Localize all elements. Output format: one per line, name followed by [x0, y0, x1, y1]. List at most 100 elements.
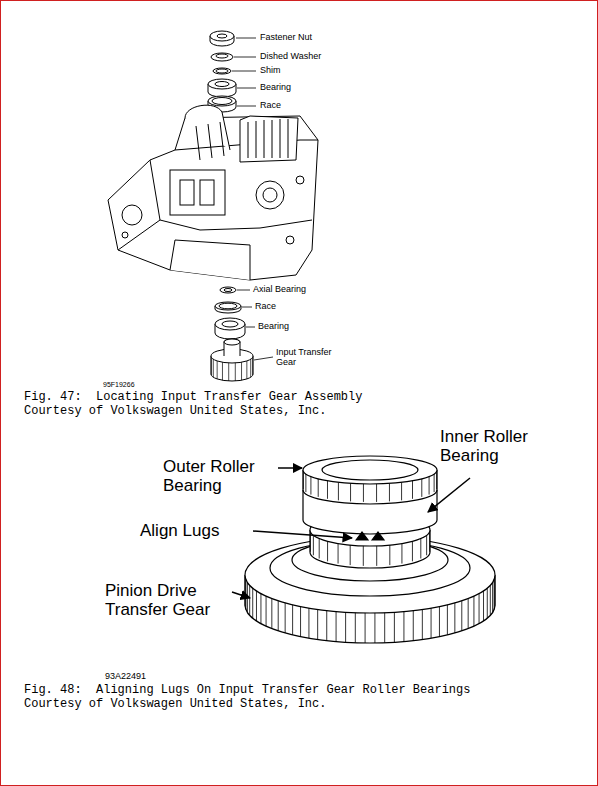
gear-tooth — [412, 481, 413, 499]
gear-tooth — [245, 579, 246, 609]
figure-caption: Fig. 47: Locating Input Transfer Gear As… — [24, 391, 362, 404]
gear-tooth — [490, 585, 491, 615]
gear-tooth — [310, 477, 311, 495]
gear-tooth — [250, 359, 251, 377]
part-label: Race — [260, 101, 281, 111]
gear-tooth — [468, 599, 469, 629]
gear-tooth — [308, 608, 309, 638]
gear-tooth — [394, 612, 395, 642]
gear-tooth — [365, 613, 366, 643]
part-label: Outer Roller Bearing — [163, 458, 275, 495]
gear-tooth — [374, 613, 375, 643]
exploded-parts-bottom — [211, 287, 253, 381]
gear-tooth — [436, 471, 437, 489]
gear-tooth — [266, 596, 267, 626]
gear-tooth — [429, 532, 430, 552]
gear-tooth — [235, 363, 236, 381]
gear-tooth — [313, 535, 314, 555]
gear-tooth — [461, 601, 462, 631]
gear-tooth — [420, 539, 421, 559]
gear-tooth — [429, 477, 430, 495]
gear-tooth — [363, 484, 364, 502]
gear-tooth — [252, 588, 253, 618]
gear-tooth — [422, 610, 423, 640]
gear-tooth — [345, 612, 346, 642]
gear-tooth — [389, 545, 390, 565]
gear-tooth — [256, 591, 257, 621]
gear-tooth — [317, 610, 318, 640]
gear-tooth — [479, 594, 480, 624]
gear-tooth — [260, 594, 261, 624]
part-label: Race — [255, 302, 276, 312]
gear-tooth — [300, 607, 301, 637]
gear-tooth — [285, 603, 286, 633]
gear-tooth — [336, 612, 337, 642]
gear-tooth — [217, 361, 218, 379]
gear-tooth — [376, 546, 377, 566]
gear-tooth — [249, 585, 250, 615]
part-label: Inner Roller Bearing — [440, 428, 545, 465]
gear-tooth — [350, 545, 351, 565]
part-label: Axial Bearing — [253, 285, 306, 295]
gear-tooth — [412, 541, 413, 561]
gear-tooth — [401, 482, 402, 500]
part-label: Fastener Nut — [260, 33, 312, 43]
part-label: Bearing — [258, 322, 289, 332]
gear-tooth — [494, 579, 495, 609]
exploded-parts-top — [208, 31, 236, 112]
gear-tooth — [222, 362, 223, 380]
gear-tooth — [318, 479, 319, 497]
gear-tooth — [473, 596, 474, 626]
gear-tooth — [389, 483, 390, 501]
gear-tooth — [246, 361, 247, 379]
gear-tooth — [211, 357, 212, 375]
gear-tooth — [326, 611, 327, 641]
gear-tooth — [384, 613, 385, 643]
gear-tooth — [338, 482, 339, 500]
gear-tooth — [413, 611, 414, 641]
gear-tooth — [319, 539, 320, 559]
part-label: Shim — [260, 66, 281, 76]
gear-tooth — [494, 576, 495, 606]
gear-tooth — [241, 362, 242, 380]
figure-credit: Courtesy of Volkswagen United States, In… — [24, 698, 326, 711]
transfer-gear-fig48 — [245, 456, 495, 643]
part-label: Pinion Drive Transfer Gear — [105, 582, 230, 619]
gear-tooth — [355, 613, 356, 643]
gear-tooth — [483, 591, 484, 621]
gear-tooth — [327, 541, 328, 561]
figure-code: 93A22491 — [105, 672, 146, 682]
figure-code: 95F19266 — [103, 381, 135, 389]
gear-tooth — [403, 612, 404, 642]
gear-tooth — [439, 607, 440, 637]
part-label: Dished Washer — [260, 52, 321, 62]
transmission-housing — [108, 105, 318, 280]
gear-tooth — [426, 535, 427, 555]
gear-tooth — [292, 605, 293, 635]
leader-arrows-fig48 — [232, 468, 470, 598]
gear-tooth — [303, 471, 304, 489]
gear-tooth — [327, 481, 328, 499]
gear-tooth — [213, 359, 214, 377]
figure-credit: Courtesy of Volkswagen United States, In… — [24, 405, 326, 418]
gear-tooth — [271, 599, 272, 629]
gear-tooth — [421, 479, 422, 497]
gear-tooth — [447, 605, 448, 635]
gear-tooth — [363, 546, 364, 566]
gear-tooth — [454, 603, 455, 633]
gear-tooth — [245, 576, 246, 606]
gear-tooth — [401, 544, 402, 564]
gear-tooth — [434, 474, 435, 492]
gear-tooth — [228, 363, 229, 381]
gear-tooth — [492, 582, 493, 612]
gear-tooth — [305, 474, 306, 492]
part-label: Input Transfer Gear — [276, 348, 338, 368]
figure-caption: Fig. 48: Aligning Lugs On Input Transfer… — [24, 684, 470, 697]
part-label: Align Lugs — [140, 522, 219, 541]
gear-tooth — [252, 357, 253, 375]
gear-tooth — [376, 484, 377, 502]
gear-tooth — [350, 483, 351, 501]
gear-tooth — [278, 601, 279, 631]
gear-tooth — [431, 608, 432, 638]
